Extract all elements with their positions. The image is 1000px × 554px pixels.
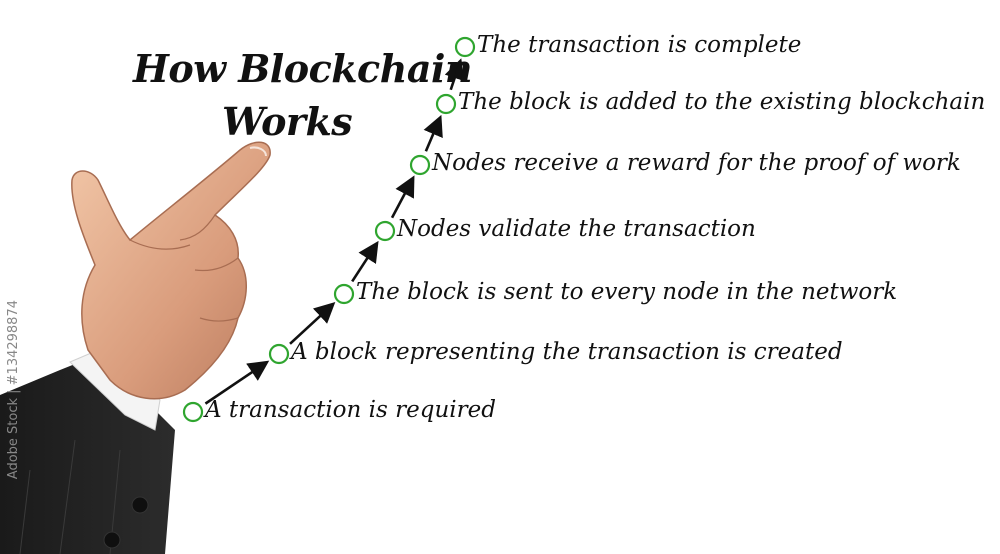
connector-arrow-3: [351, 240, 379, 283]
connector-arrow-2: [289, 302, 336, 345]
step-node-3: [333, 283, 355, 305]
step-nodes: [182, 36, 476, 423]
step-node-5: [409, 154, 431, 176]
step-node-4: [374, 220, 396, 242]
connector-arrow-6: [444, 58, 465, 91]
step-label-1: A transaction is required: [205, 397, 496, 423]
pointing-hand-illustration: [71, 141, 271, 400]
connector-arrow-1: [204, 360, 270, 405]
step-node-6: [435, 93, 457, 115]
step-node-2: [268, 343, 290, 365]
connector-arrow-4: [390, 175, 415, 219]
step-node-1: [182, 401, 204, 423]
diagram-title-line-1: How Blockchain: [133, 46, 473, 91]
step-label-2: A block representing the transaction is …: [291, 339, 843, 365]
step-label-5: Nodes receive a reward for the proof of …: [432, 150, 961, 176]
step-label-4: Nodes validate the transaction: [397, 216, 756, 242]
step-label-7: The transaction is complete: [477, 32, 802, 58]
step-label-3: The block is sent to every node in the n…: [356, 279, 898, 305]
connector-arrow-5: [423, 114, 443, 152]
step-label-6: The block is added to the existing block…: [458, 89, 986, 115]
stock-watermark-text: Adobe Stock | #134298874: [6, 300, 21, 480]
step-connector-arrows: [204, 58, 465, 405]
step-node-7: [454, 36, 476, 58]
diagram-title-line-2: Works: [222, 99, 353, 144]
